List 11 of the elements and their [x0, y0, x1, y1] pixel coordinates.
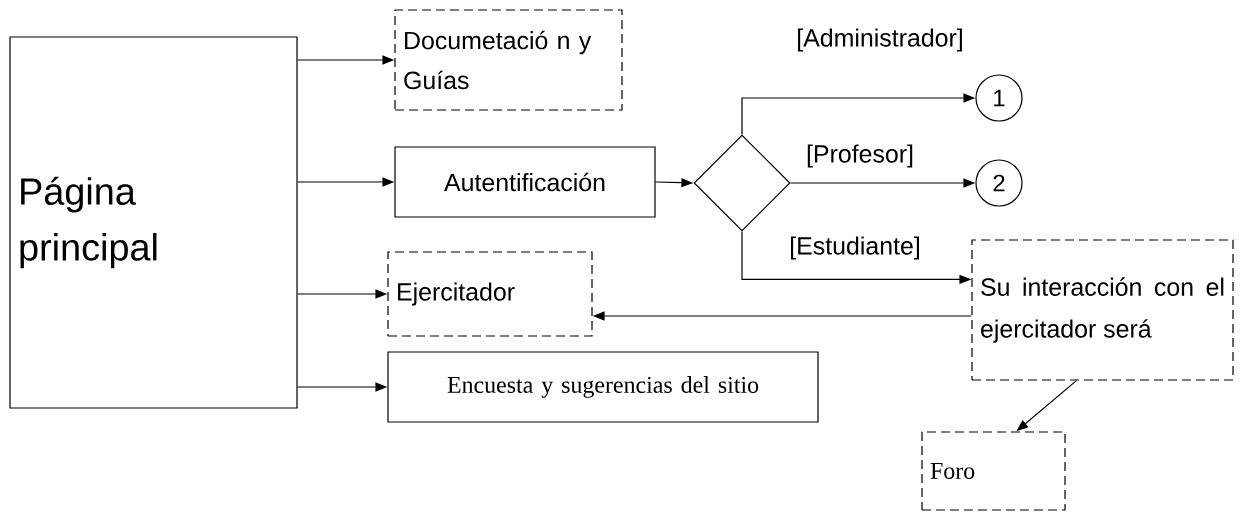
note-box: Ejercitador — [387, 251, 593, 337]
edge-label: [Profesor] — [805, 143, 915, 169]
process-box: Autentificación — [394, 146, 656, 218]
note-box: Su interacción con el ejercitador será — [971, 239, 1234, 381]
edge-label: [Estudiante] — [788, 235, 922, 261]
decision-diamond — [693, 134, 791, 232]
note-box: Foro — [921, 431, 1066, 511]
note-box: Documetació n y Guías — [394, 9, 623, 111]
page-box: Página principal — [9, 36, 298, 409]
edge-label: [Administrador] — [795, 27, 965, 53]
process-box: Encuesta y sugerencias del sitio — [387, 351, 819, 423]
